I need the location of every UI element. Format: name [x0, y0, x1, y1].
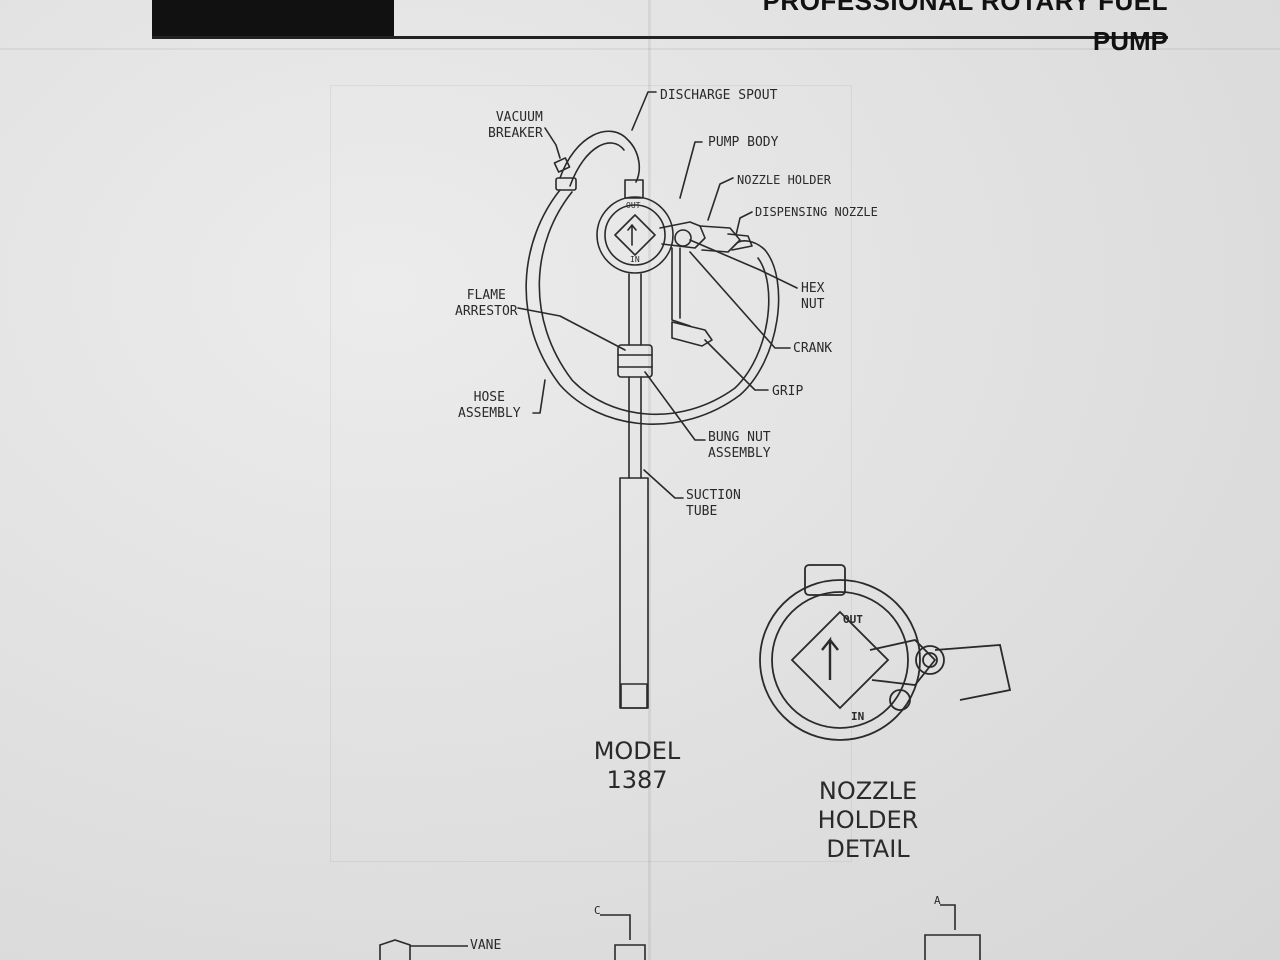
label-flame-arrestor-line1: FLAME: [466, 288, 506, 303]
pump-in-mark: IN: [630, 255, 640, 264]
detail-in-mark: IN: [851, 710, 864, 723]
header-rule: [152, 36, 1168, 39]
label-hose-assembly-line1: HOSE: [473, 390, 505, 405]
nozzle-holder-detail-drawing: [759, 564, 1012, 741]
detail-caption-line3: DETAIL: [826, 835, 910, 863]
model-caption: MODEL 1387: [582, 737, 692, 795]
discharge-spout: [559, 130, 641, 183]
label-vacuum-breaker-line2: BREAKER: [488, 126, 543, 141]
dispensing-nozzle: [727, 233, 753, 251]
detail-caption-line1: NOZZLE: [818, 777, 918, 805]
model-number: 1387: [606, 766, 668, 794]
paper-fold-horizontal: [0, 48, 1280, 50]
hex-nut: [674, 229, 692, 247]
bottom-partial-drawings: [379, 904, 981, 960]
label-bung-nut-line2: ASSEMBLY: [708, 446, 771, 461]
label-marker-a: A: [934, 894, 941, 907]
label-hex-nut-line1: HEX: [801, 281, 825, 296]
label-marker-c: C: [594, 904, 601, 917]
detail-caption-line2: HOLDER: [817, 806, 919, 834]
pump-out-mark: OUT: [626, 201, 641, 210]
label-hex-nut: HEX NUT: [801, 281, 824, 313]
label-hex-nut-line2: NUT: [801, 297, 825, 312]
suction-tube: [619, 477, 649, 709]
label-flame-arrestor: FLAME ARRESTOR: [455, 288, 518, 320]
detail-out-mark: OUT: [843, 613, 863, 626]
label-hose-assembly-line2: ASSEMBLY: [458, 406, 521, 421]
hose-assembly: [525, 189, 780, 425]
label-grip: GRIP: [772, 384, 804, 399]
paper-fold-vertical: [648, 0, 651, 960]
label-crank: CRANK: [793, 341, 833, 356]
label-suction-tube-line2: TUBE: [686, 504, 718, 519]
grip: [671, 321, 713, 347]
model-label: MODEL: [593, 737, 681, 765]
label-suction-tube: SUCTION TUBE: [686, 488, 741, 520]
bleed-through-table: [330, 85, 852, 862]
label-vane: VANE: [470, 938, 502, 953]
pump-body: [596, 196, 674, 274]
label-flame-arrestor-line2: ARRESTOR: [455, 304, 518, 319]
document-title-line1: PROFESSIONAL ROTARY FUEL: [762, 0, 1168, 16]
label-hose-assembly: HOSE ASSEMBLY: [458, 390, 521, 422]
label-bung-nut-line1: BUNG NUT: [708, 430, 771, 445]
bung-nut-assembly: [617, 344, 653, 378]
label-pump-body: PUMP BODY: [708, 135, 779, 150]
label-discharge-spout: DISCHARGE SPOUT: [660, 88, 778, 103]
document-title-line2: PUMP: [1092, 26, 1168, 56]
crank: [671, 247, 691, 327]
nozzle-holder: [699, 225, 741, 253]
nozzle-holder-detail-caption: NOZZLE HOLDER DETAIL: [808, 777, 928, 864]
vacuum-breaker: [553, 157, 571, 173]
label-vacuum-breaker: VACUUM BREAKER: [488, 110, 543, 142]
label-suction-tube-line1: SUCTION: [686, 488, 741, 503]
label-dispensing-nozzle: DISPENSING NOZZLE: [755, 205, 878, 219]
label-vacuum-breaker-line1: VACUUM: [495, 110, 543, 125]
label-nozzle-holder: NOZZLE HOLDER: [737, 173, 831, 187]
label-bung-nut-assembly: BUNG NUT ASSEMBLY: [708, 430, 771, 462]
brand-logo-bar: [152, 0, 394, 36]
